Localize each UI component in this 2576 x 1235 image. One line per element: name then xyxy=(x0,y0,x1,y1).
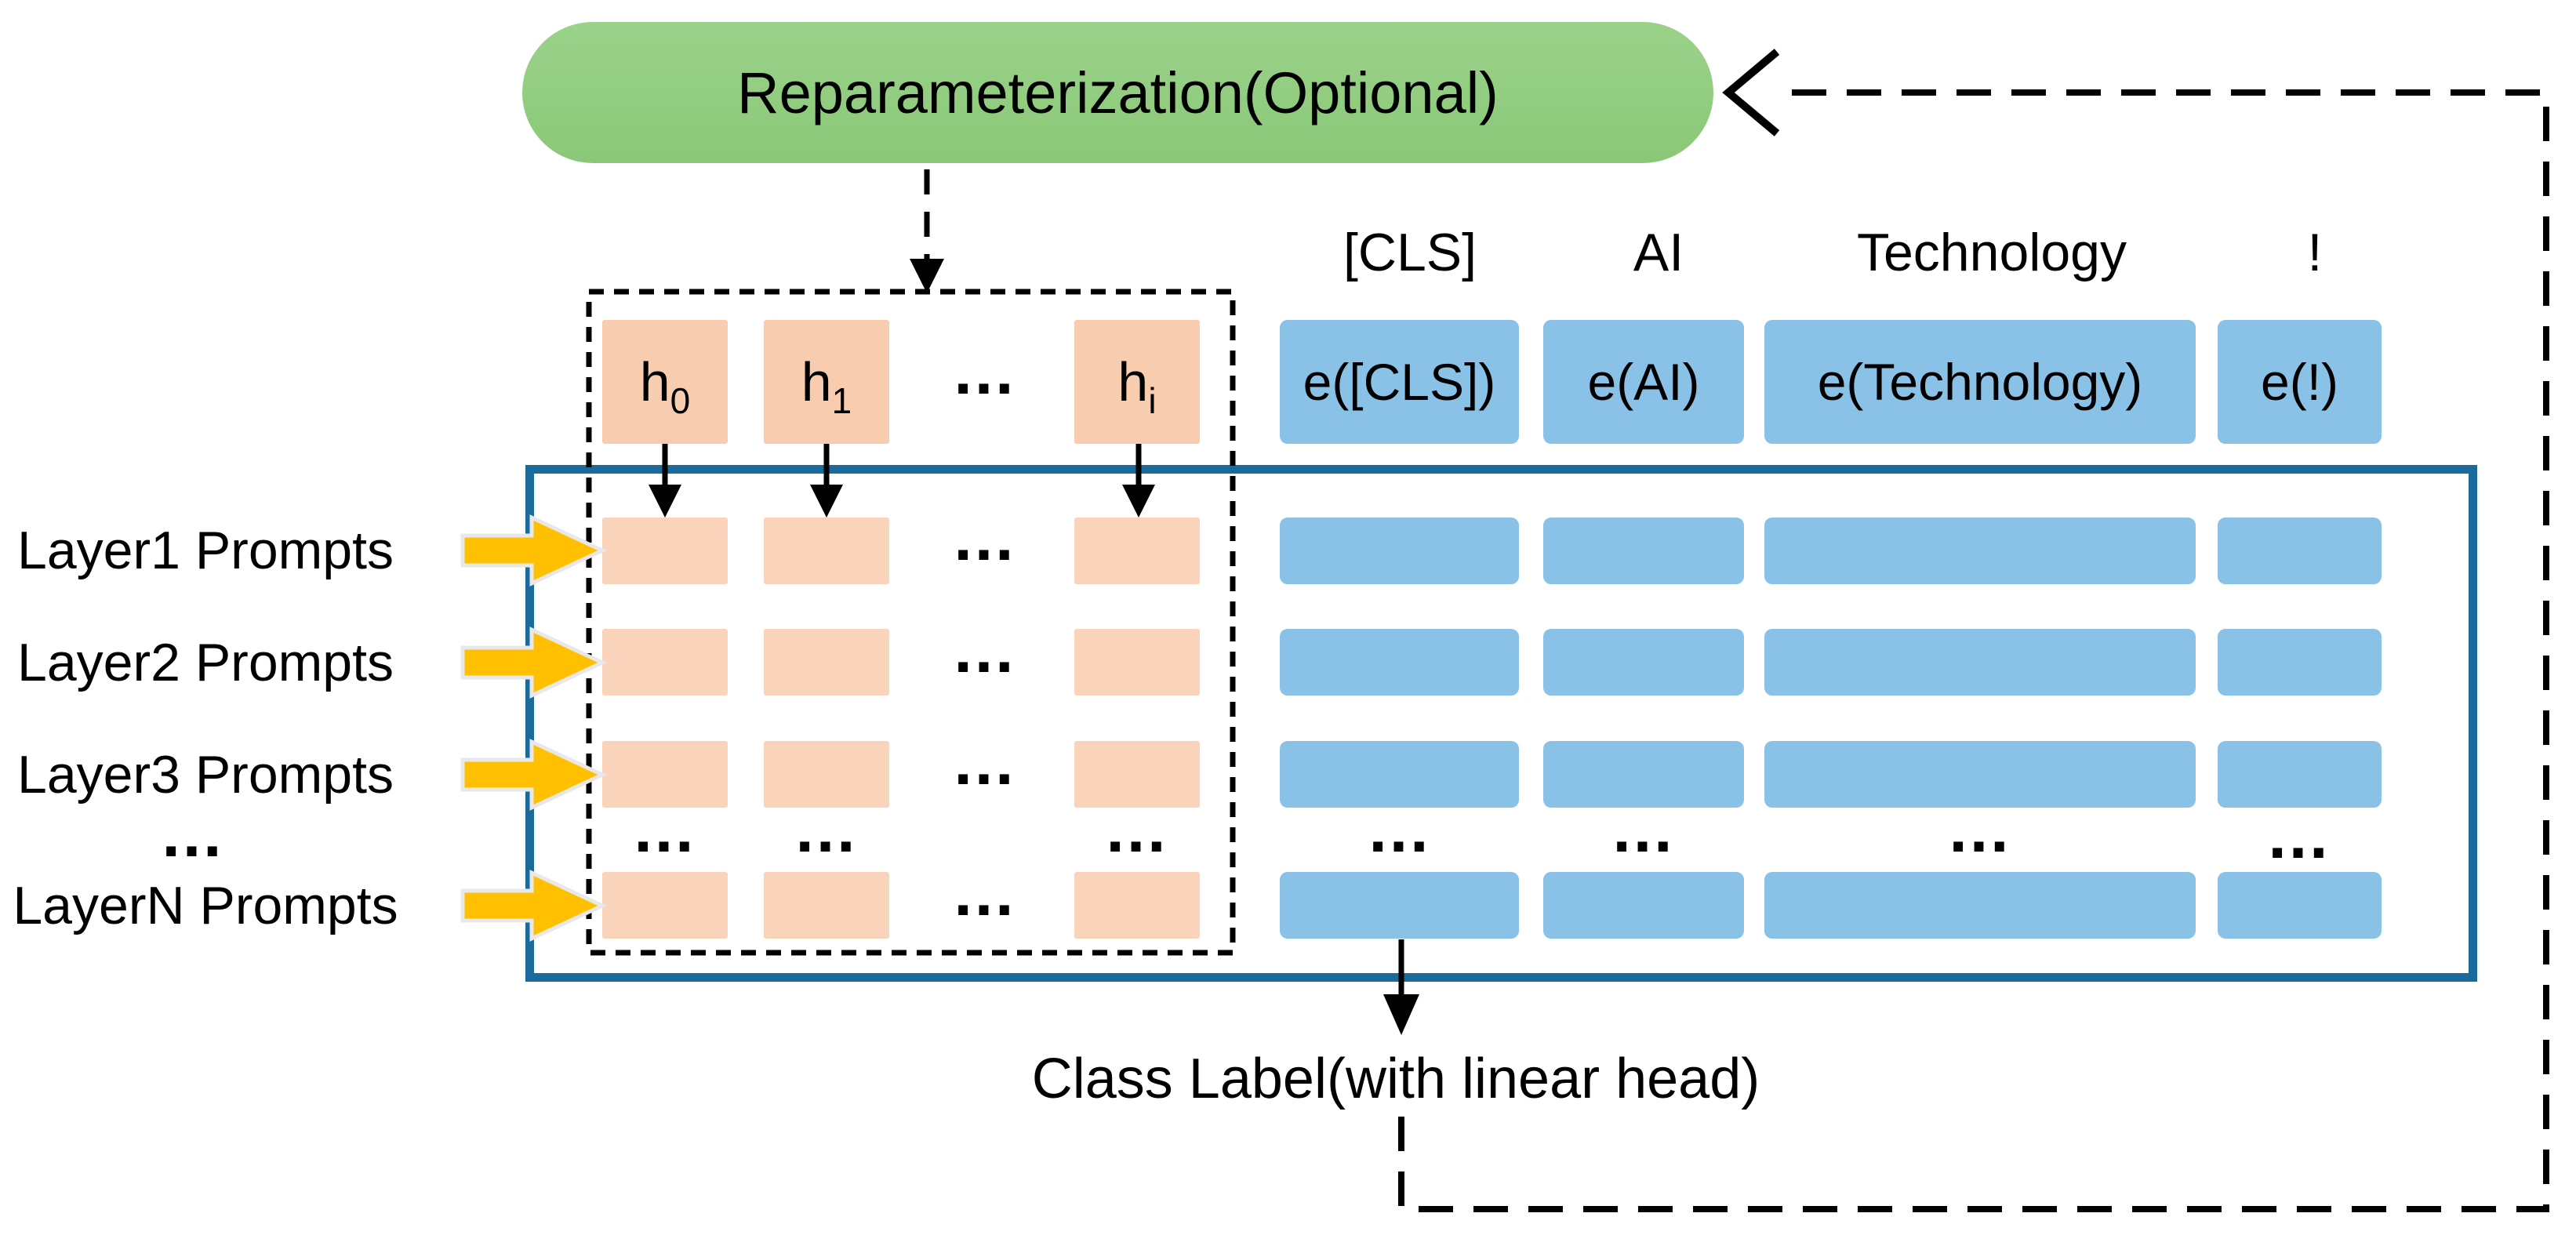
token-header-ai: AI xyxy=(1633,223,1684,282)
embedding-cell-cls: e([CLS]) xyxy=(1280,320,1519,444)
layerN-prompts-label: LayerN Prompts xyxy=(13,876,398,935)
layer1-row-ellipsis: ... xyxy=(954,500,1016,575)
layer1-prompts-label: Layer1 Prompts xyxy=(17,521,394,580)
token-header-technology: Technology xyxy=(1856,223,2127,282)
ellipsis-row-col-technology: ... xyxy=(1949,792,2011,866)
layerN-prompt-cell xyxy=(1074,872,1200,939)
layer2-embedding-cell xyxy=(1543,629,1744,696)
layer-labels-ellipsis: ... xyxy=(162,797,224,871)
layer1-prompt-cell xyxy=(1074,518,1200,584)
h1-label: h xyxy=(801,351,832,412)
layer2-embedding-cell xyxy=(1280,629,1519,696)
h0-to-layer1-arrowhead-icon xyxy=(649,485,681,518)
embedding-cell-ai: e(AI) xyxy=(1543,320,1744,444)
layer2-embedding-cell xyxy=(2218,629,2382,696)
layerN-embedding-cell xyxy=(1543,872,1744,939)
layer1-embedding-cell xyxy=(1543,518,1744,584)
ellipsis-row-col-h1: ... xyxy=(795,792,858,866)
ellipsis-row-col-h0: ... xyxy=(634,792,696,866)
embedding-cls-label: e([CLS]) xyxy=(1303,353,1496,411)
layer1-embedding-cell xyxy=(2218,518,2382,584)
layer1-embedding-cell xyxy=(1764,518,2196,584)
embedding-cell-technology: e(Technology) xyxy=(1764,320,2196,444)
layer3-prompts-label: Layer3 Prompts xyxy=(17,745,394,805)
embedding-ai-label: e(AI) xyxy=(1587,353,1700,411)
layer2-prompt-cell xyxy=(602,629,728,696)
ellipsis-row-col-cls: ... xyxy=(1368,792,1431,866)
box-to-class-label-arrowhead-icon xyxy=(1383,994,1419,1035)
layerN-embedding-cell xyxy=(1764,872,2196,939)
hi-subscript: i xyxy=(1148,380,1157,421)
layer3-yellow-arrow-icon xyxy=(460,739,607,811)
layerN-embedding-cell xyxy=(1280,872,1519,939)
class-label-text: Class Label(with linear head) xyxy=(1031,1048,1760,1110)
layer2-prompt-cell xyxy=(764,629,889,696)
layerN-embedding-cell xyxy=(2218,872,2382,939)
layerN-prompt-cell xyxy=(764,872,889,939)
embedding-cell-exclamation: e(!) xyxy=(2218,320,2382,444)
embedding-technology-label: e(Technology) xyxy=(1817,353,2143,411)
embedding-exclamation-label: e(!) xyxy=(2261,353,2338,411)
layer2-prompt-cell xyxy=(1074,629,1200,696)
h-row-ellipsis: ... xyxy=(954,334,1016,409)
reparameterization-label: Reparameterization(Optional) xyxy=(737,60,1499,125)
layer2-yellow-arrow-icon xyxy=(460,627,607,699)
layerN-row-ellipsis: ... xyxy=(954,855,1016,930)
layerN-prompt-cell xyxy=(602,872,728,939)
ellipsis-row-col-ai: ... xyxy=(1612,792,1675,866)
h0-label: h xyxy=(639,351,670,412)
hi-label: h xyxy=(1117,351,1149,412)
layer2-row-ellipsis: ... xyxy=(954,612,1016,687)
feedback-arrowhead-icon xyxy=(1722,49,1780,136)
reparameterization-pill: Reparameterization(Optional) xyxy=(522,22,1713,163)
h1-subscript: 1 xyxy=(831,380,852,421)
h1-to-layer1-arrowhead-icon xyxy=(810,485,843,518)
layer1-prompt-cell xyxy=(602,518,728,584)
layer2-embedding-cell xyxy=(1764,629,2196,696)
layerN-yellow-arrow-icon xyxy=(460,870,607,942)
layer1-yellow-arrow-icon xyxy=(460,514,607,587)
h0-subscript: 0 xyxy=(670,380,691,421)
ellipsis-row-col-hi: ... xyxy=(1106,792,1168,866)
layer3-row-ellipsis: ... xyxy=(954,725,1016,799)
layer2-prompts-label: Layer2 Prompts xyxy=(17,633,394,692)
token-header-cls: [CLS] xyxy=(1342,223,1477,282)
hi-to-layer1-arrowhead-icon xyxy=(1122,485,1155,518)
layer1-prompt-cell xyxy=(764,518,889,584)
token-header-exclamation: ! xyxy=(2307,223,2323,282)
reparam-to-prompts-arrowhead-icon xyxy=(910,259,944,293)
layer1-embedding-cell xyxy=(1280,518,1519,584)
ellipsis-row-col-exclamation: ... xyxy=(2268,798,2331,873)
